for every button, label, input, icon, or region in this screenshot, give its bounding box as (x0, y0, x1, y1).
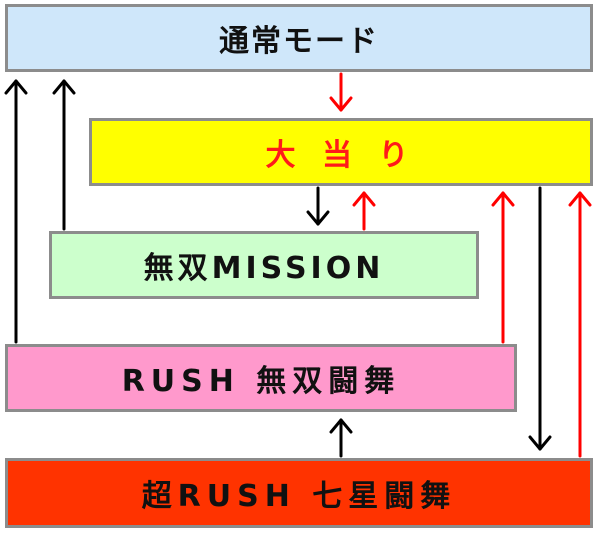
arrow-superrush-to-rush (329, 418, 353, 458)
arrow-mission-to-bighit (352, 191, 376, 231)
arrow-normal-to-bighit (329, 72, 353, 112)
arrow-rush-to-normal (4, 79, 28, 344)
arrow-bighit-to-mission (306, 186, 330, 226)
node-super-rush-label: 超RUSH 七星闘舞 (141, 479, 457, 514)
node-rush-musou: RUSH 無双闘舞 (5, 344, 517, 412)
node-musou-mission-label: 無双MISSION (143, 251, 385, 286)
node-normal-mode-label: 通常モード (219, 24, 379, 59)
node-super-rush: 超RUSH 七星闘舞 (5, 458, 593, 528)
node-musou-mission: 無双MISSION (49, 231, 479, 299)
arrow-bighit-to-superrush (528, 186, 552, 451)
arrow-superrush-to-bighit (568, 191, 592, 458)
node-big-hit: 大 当 り (89, 118, 593, 186)
arrow-rush-to-bighit (491, 191, 515, 344)
arrow-mission-to-normal (52, 79, 76, 231)
node-normal-mode: 通常モード (5, 4, 593, 72)
node-big-hit-label: 大 当 り (265, 138, 417, 173)
node-rush-musou-label: RUSH 無双闘舞 (121, 364, 401, 399)
